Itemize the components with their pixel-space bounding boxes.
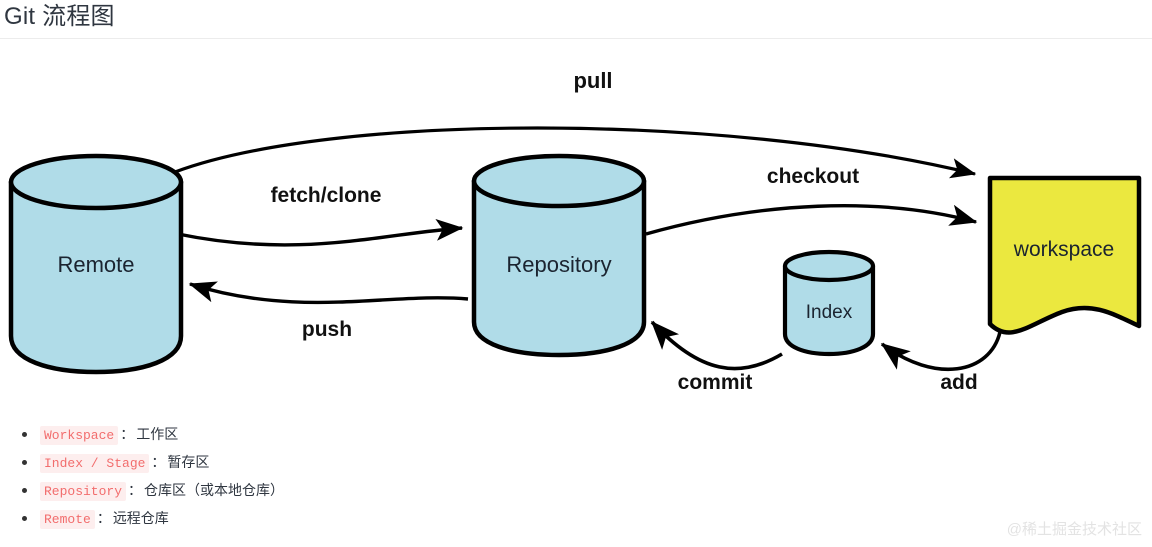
legend-text: 仓库区（或本地仓库） <box>144 482 285 498</box>
list-item: Repository：仓库区（或本地仓库） <box>0 476 700 504</box>
node-remote-label: Remote <box>57 252 134 277</box>
edge-checkout <box>645 204 978 236</box>
node-repository-label: Repository <box>506 252 611 277</box>
legend-text: 工作区 <box>136 426 179 442</box>
legend-text: 远程仓库 <box>112 510 169 526</box>
legend-code: Workspace <box>40 426 119 445</box>
edge-pull <box>174 126 977 179</box>
git-flow-diagram: Remote Repository Index workspace pull f… <box>0 44 1152 414</box>
legend-separator: ： <box>120 426 135 442</box>
node-index-label: Index <box>806 302 853 323</box>
list-item: Remote：远程仓库 <box>0 504 700 532</box>
list-item: Index / Stage：暂存区 <box>0 448 700 476</box>
edge-label-add: add <box>940 371 977 394</box>
legend-list: Workspace：工作区 Index / Stage：暂存区 Reposito… <box>0 420 700 532</box>
legend-code: Remote <box>40 510 95 529</box>
edge-label-fetch-clone: fetch/clone <box>271 184 382 207</box>
legend-separator: ： <box>96 510 111 526</box>
legend-code: Index / Stage <box>40 454 150 473</box>
edge-commit <box>650 320 783 371</box>
edge-label-commit: commit <box>678 371 753 394</box>
edge-label-push: push <box>302 318 352 341</box>
node-remote: Remote <box>8 153 184 375</box>
page-title: Git 流程图 <box>4 3 115 30</box>
node-workspace-label: workspace <box>1013 238 1114 261</box>
watermark: @稀土掘金技术社区 <box>1006 521 1142 538</box>
edge-add <box>880 331 1002 372</box>
legend-separator: ： <box>151 454 166 470</box>
edge-push <box>188 281 469 305</box>
legend-code: Repository <box>40 482 127 501</box>
node-index: Index <box>782 249 876 357</box>
edge-fetch-clone <box>177 219 464 247</box>
edge-label-checkout: checkout <box>767 165 859 188</box>
edge-label-pull: pull <box>573 68 612 93</box>
title-divider <box>0 38 1152 39</box>
legend-separator: ： <box>128 482 143 498</box>
node-repository: Repository <box>471 153 647 358</box>
list-item: Workspace：工作区 <box>0 420 700 448</box>
node-workspace: workspace <box>987 175 1142 335</box>
legend-text: 暂存区 <box>167 454 210 470</box>
